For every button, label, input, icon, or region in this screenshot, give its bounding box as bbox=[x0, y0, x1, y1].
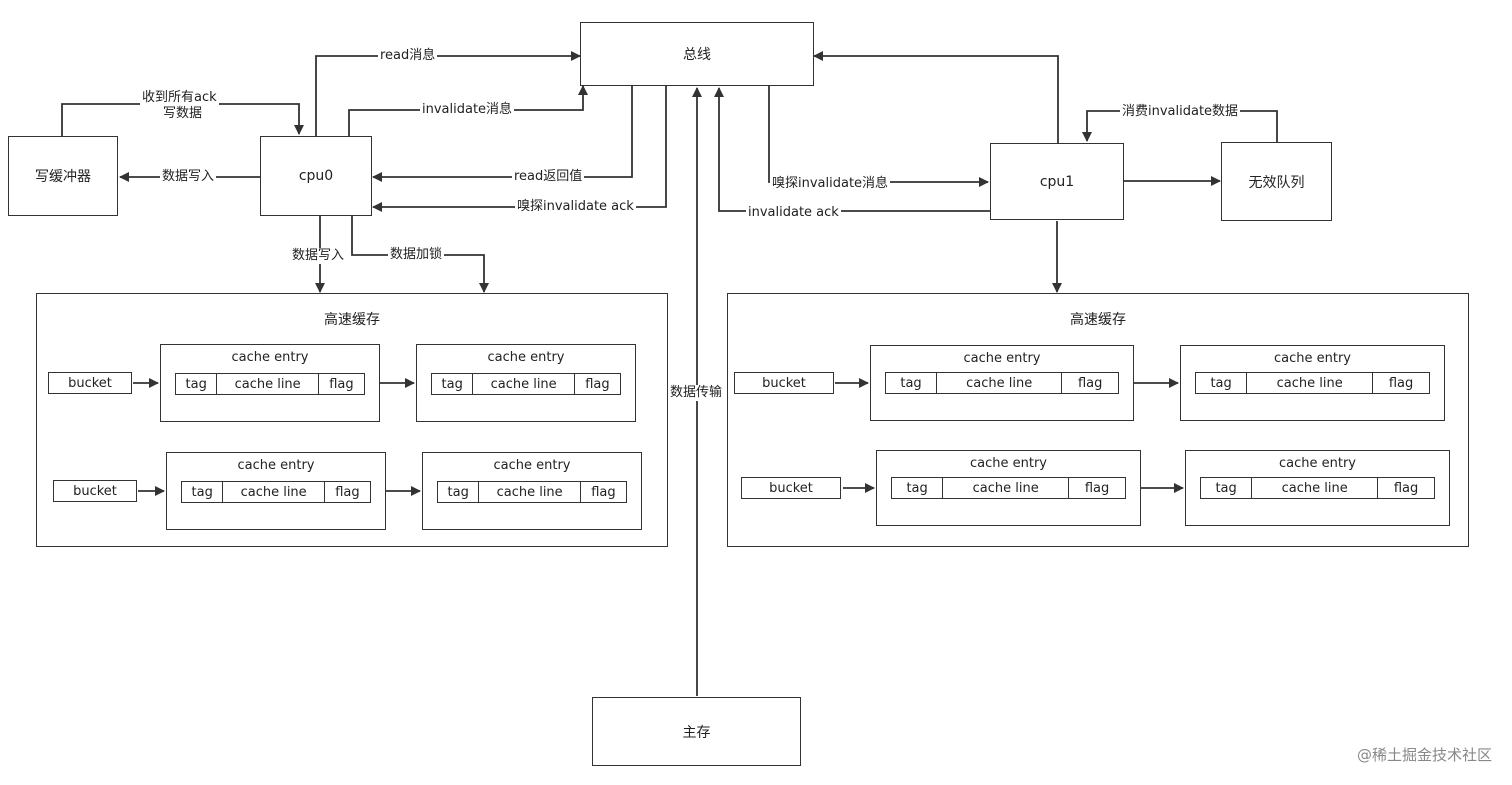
edge-read-msg bbox=[315, 51, 581, 136]
field-flag: flag bbox=[335, 484, 360, 500]
cpu1-node: cpu1 bbox=[990, 143, 1124, 220]
field-cache-line: cache line bbox=[937, 373, 1063, 393]
label-ack-all-2: 写数据 bbox=[161, 106, 205, 122]
invalid-queue-label: 无效队列 bbox=[1248, 174, 1305, 191]
main-memory-node: 主存 bbox=[592, 697, 801, 766]
entry-title: cache entry bbox=[487, 350, 565, 365]
entry-title: cache entry bbox=[237, 458, 315, 473]
label-consume: 消费invalidate数据 bbox=[1120, 104, 1241, 120]
bucket-label: bucket bbox=[73, 483, 117, 499]
cache-panel-left bbox=[36, 293, 668, 547]
label-data-lock: 数据加锁 bbox=[388, 247, 445, 263]
bucket-right-2: bucket bbox=[741, 477, 841, 499]
bucket-label: bucket bbox=[769, 480, 813, 496]
label-snoop-invalidate: 嗅探invalidate消息 bbox=[770, 176, 891, 192]
cache-title-left: 高速缓存 bbox=[324, 312, 380, 328]
write-buffer-node: 写缓冲器 bbox=[8, 136, 118, 216]
cpu0-label: cpu0 bbox=[298, 168, 334, 184]
bus-label: 总线 bbox=[683, 47, 711, 63]
field-tag: tag bbox=[1201, 478, 1253, 498]
field-tag: tag bbox=[432, 374, 474, 394]
entry-title: cache entry bbox=[969, 456, 1047, 471]
field-tag: tag bbox=[892, 478, 944, 498]
bus-node: 总线 bbox=[580, 22, 814, 86]
field-flag: flag bbox=[585, 376, 610, 392]
field-tag: tag bbox=[886, 373, 938, 393]
label-ack-all-1: 收到所有ack bbox=[140, 90, 219, 106]
watermark: @稀土掘金技术社区 bbox=[1356, 746, 1492, 764]
bucket-right-1: bucket bbox=[734, 372, 834, 394]
label-data-transfer: 数据传输 bbox=[668, 385, 725, 401]
entry-title: cache entry bbox=[1278, 456, 1356, 471]
cpu0-node: cpu0 bbox=[260, 136, 372, 216]
field-flag: flag bbox=[1393, 480, 1419, 496]
field-flag: flag bbox=[329, 376, 354, 392]
bucket-label: bucket bbox=[68, 375, 112, 391]
edge-cpu1-bus bbox=[813, 51, 1059, 143]
bucket-left-1: bucket bbox=[48, 372, 132, 394]
field-tag: tag bbox=[182, 482, 224, 502]
label-snoop-ack: 嗅探invalidate ack bbox=[515, 199, 636, 215]
cpu1-label: cpu1 bbox=[1039, 173, 1075, 190]
field-cache-line: cache line bbox=[943, 478, 1070, 498]
edge-invalidate-ack bbox=[714, 87, 990, 212]
field-tag: tag bbox=[438, 482, 480, 502]
field-cache-line: cache line bbox=[1252, 478, 1379, 498]
label-write-left: 数据写入 bbox=[160, 169, 217, 185]
label-invalidate-ack: invalidate ack bbox=[746, 205, 841, 221]
cache-panel-right bbox=[727, 293, 1469, 547]
edge-read-return bbox=[372, 86, 633, 182]
bucket-label: bucket bbox=[762, 375, 806, 391]
field-flag: flag bbox=[1077, 375, 1103, 391]
field-cache-line: cache line bbox=[223, 482, 325, 502]
field-tag: tag bbox=[176, 374, 218, 394]
write-buffer-label: 写缓冲器 bbox=[35, 169, 91, 185]
field-flag: flag bbox=[591, 484, 616, 500]
field-flag: flag bbox=[1388, 375, 1414, 391]
label-invalidate-msg: invalidate消息 bbox=[420, 102, 515, 118]
entry-title: cache entry bbox=[231, 350, 309, 365]
field-cache-line: cache line bbox=[479, 482, 581, 502]
label-read-msg: read消息 bbox=[378, 48, 438, 64]
entry-title: cache entry bbox=[493, 458, 571, 473]
invalid-queue-node: 无效队列 bbox=[1221, 142, 1332, 221]
field-cache-line: cache line bbox=[217, 374, 319, 394]
main-memory-label: 主存 bbox=[682, 724, 711, 741]
edge-snoop-ack bbox=[372, 86, 667, 212]
entry-title: cache entry bbox=[1273, 351, 1351, 366]
field-cache-line: cache line bbox=[473, 374, 575, 394]
bucket-left-2: bucket bbox=[53, 480, 137, 502]
field-tag: tag bbox=[1196, 373, 1248, 393]
cache-title-right: 高速缓存 bbox=[1070, 312, 1126, 328]
field-cache-line: cache line bbox=[1247, 373, 1374, 393]
label-write-down: 数据写入 bbox=[290, 248, 347, 264]
label-read-return: read返回值 bbox=[512, 169, 585, 185]
entry-title: cache entry bbox=[963, 351, 1041, 366]
field-flag: flag bbox=[1084, 480, 1110, 496]
edge-snoop-invalidate bbox=[768, 86, 989, 187]
